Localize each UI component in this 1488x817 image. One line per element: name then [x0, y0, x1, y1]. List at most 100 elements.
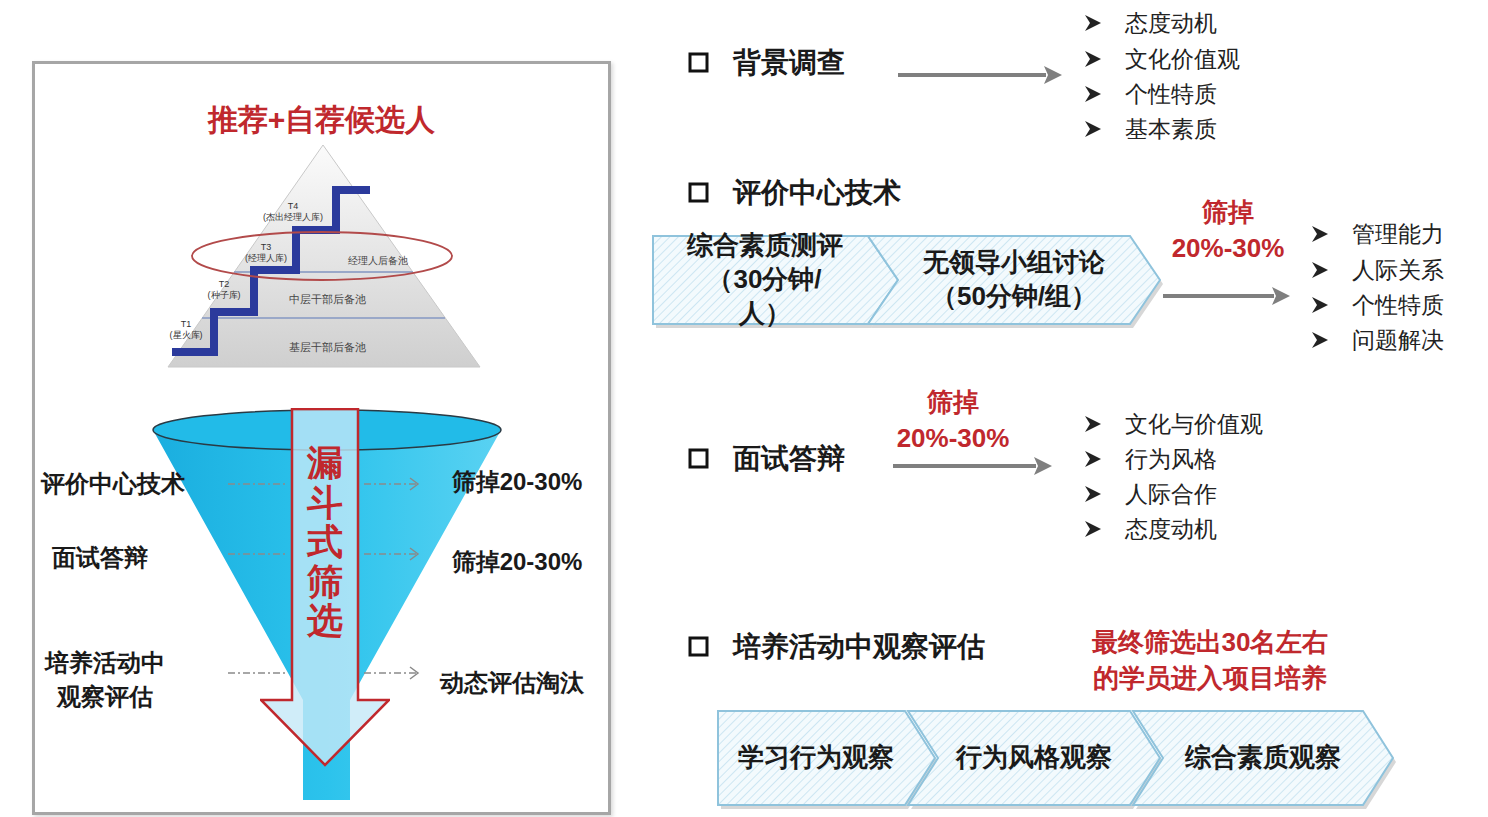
label-slot: T2 (种子库) — [208, 279, 241, 301]
bullet-marker — [1085, 86, 1101, 102]
list-item: 问题解决 — [1352, 326, 1444, 355]
label-slot: 文化价值观 — [1125, 45, 1240, 74]
checkbox — [690, 450, 707, 467]
label-slot: 评价中心技术 — [41, 469, 185, 499]
label-slot: 评价中心技术 — [733, 175, 901, 210]
list-item: 人际关系 — [1352, 256, 1444, 285]
chevron-outline — [868, 236, 1160, 324]
leader-line — [228, 672, 286, 674]
tier-label: T3 (经理人库) — [245, 242, 287, 264]
bullet-marker — [1312, 297, 1328, 313]
section-heading: 背景调查 — [733, 45, 845, 80]
label-slot: 态度动机 — [1125, 9, 1217, 38]
result-label: 筛掉20-30% — [452, 467, 583, 497]
leader-head — [410, 548, 418, 560]
label-slot: T3 (经理人库) — [245, 242, 287, 264]
list-item: 文化价值观 — [1125, 45, 1240, 74]
tier-label: T1 (星火库) — [170, 319, 203, 341]
label-slot: 筛掉20-30% — [452, 467, 583, 497]
list-item: 管理能力 — [1352, 220, 1444, 249]
tier-label: T2 (种子库) — [208, 279, 241, 301]
step-chevron: 学习行为观察 — [718, 711, 935, 805]
arrow-shaft — [898, 73, 1046, 77]
label-slot: 人际关系 — [1352, 256, 1444, 285]
checkbox — [690, 638, 707, 655]
chevron-outline — [908, 711, 1160, 805]
label-slot: 态度动机 — [1125, 515, 1217, 544]
leader-line — [364, 672, 418, 674]
section-heading: 面试答辩 — [733, 441, 845, 476]
arrow-shaft — [1163, 294, 1274, 298]
label-slot: 培养活动中观察评估 — [733, 629, 985, 664]
chevron-outline — [718, 711, 935, 805]
checkbox — [690, 54, 707, 71]
node-text: 综合素质测评 （30分钟/人） — [687, 229, 843, 330]
stage-label: 面试答辩 — [52, 543, 148, 573]
label-slot: 面试答辩 — [52, 543, 148, 573]
node-text: 行为风格观察 — [956, 741, 1112, 775]
leader-line — [228, 553, 286, 555]
list-item: 文化与价值观 — [1125, 410, 1263, 439]
gray-arrows — [893, 66, 1290, 475]
label-slot: 培养活动中 观察评估 — [45, 646, 165, 713]
stage-label: 培养活动中 观察评估 — [45, 646, 165, 713]
stairs — [172, 190, 370, 352]
bullet-marker — [1085, 15, 1101, 31]
band-line — [202, 317, 445, 319]
tier-label: T4 (杰出经理人库) — [263, 201, 323, 223]
label-slot: 基本素质 — [1125, 115, 1217, 144]
node-text: 综合素质观察 — [1185, 741, 1341, 775]
leader-head — [410, 478, 418, 490]
node-text: 中层干部后备池 — [289, 292, 366, 306]
label-slot: 筛掉 20%-30% — [1172, 194, 1285, 267]
highlight-ellipse — [192, 232, 452, 280]
filter-note: 筛掉 20%-30% — [1172, 194, 1285, 267]
label-slot: 个性特质 — [1125, 80, 1217, 109]
leader-line — [228, 483, 286, 485]
panel-title: 推荐+自荐候选人 — [208, 100, 436, 139]
funnel-arrow: 漏斗式筛选 — [260, 408, 390, 768]
filter-note: 筛掉 20%-30% — [897, 384, 1010, 457]
pyramid-band: 基层干部后备池 — [289, 340, 366, 354]
pyramid — [168, 145, 480, 367]
node-text: 经理人后备池 — [348, 254, 408, 267]
bullet-marker — [1312, 332, 1328, 348]
label-slot: 背景调查 — [733, 45, 845, 80]
checkbox — [690, 184, 707, 201]
label-slot: 动态评估淘汰 — [440, 668, 584, 698]
label-slot: 个性特质 — [1352, 291, 1444, 320]
step-chevron: 综合素质测评 （30分钟/人） — [653, 236, 898, 324]
result-label: 筛掉20-30% — [452, 547, 583, 577]
label-slot: T1 (星火库) — [170, 319, 203, 341]
section-heading: 培养活动中观察评估 — [733, 629, 985, 664]
result-label: 动态评估淘汰 — [440, 668, 584, 698]
bullet-marker — [1085, 521, 1101, 537]
list-item: 人际合作 — [1125, 480, 1217, 509]
step-chevron: 综合素质观察 — [1133, 711, 1393, 805]
label-slot: 面试答辩 — [733, 441, 845, 476]
list-item: 个性特质 — [1352, 291, 1444, 320]
chevron-outline — [1133, 711, 1393, 805]
list-item: 个性特质 — [1125, 80, 1217, 109]
list-item: 基本素质 — [1125, 115, 1217, 144]
bullet-marker — [1085, 416, 1101, 432]
label-slot: 筛掉 20%-30% — [897, 384, 1010, 457]
result-note: 最终筛选出30名左右 的学员进入项目培养 — [1092, 624, 1329, 697]
label-slot: 管理能力 — [1352, 220, 1444, 249]
label-slot: 最终筛选出30名左右 的学员进入项目培养 — [1092, 624, 1329, 697]
arrow-head — [1272, 287, 1290, 305]
pyramid-band: 经理人后备池 — [348, 254, 408, 267]
node-text: 学习行为观察 — [738, 741, 894, 775]
pyramid-band: 中层干部后备池 — [289, 292, 366, 306]
bullet-marker — [1312, 262, 1328, 278]
label-slot: 文化与价值观 — [1125, 410, 1263, 439]
leader-head — [410, 667, 418, 679]
node-text: 无领导小组讨论 （50分钟/组） — [923, 246, 1105, 314]
node-text: 基层干部后备池 — [289, 340, 366, 354]
node-text: 漏斗式筛选 — [307, 443, 343, 641]
arrow-outline — [261, 409, 389, 765]
list-item: 态度动机 — [1125, 9, 1217, 38]
label-slot: 筛掉20-30% — [452, 547, 583, 577]
bullet-marker — [1085, 51, 1101, 67]
leader-line — [364, 483, 418, 485]
